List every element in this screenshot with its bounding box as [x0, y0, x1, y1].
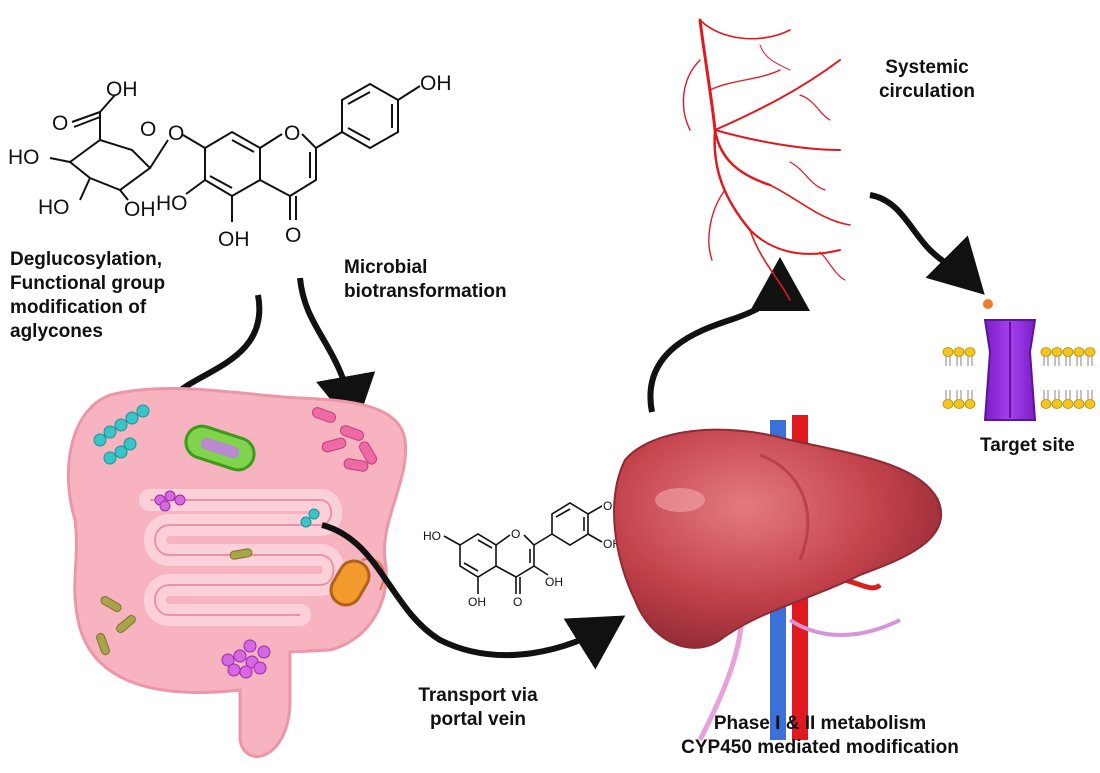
- lipid-head: [1040, 399, 1052, 409]
- atom-oh-phenyl: OH: [420, 72, 452, 95]
- lipid-head: [1073, 399, 1085, 409]
- label-metabolism-line-1: Phase I & II metabolism: [713, 713, 927, 734]
- liver-illustration: [613, 415, 943, 742]
- label-target-site: Target site: [980, 435, 1075, 456]
- label-portal: Transport via portal vein: [398, 684, 558, 732]
- arrow-microbial: [297, 277, 376, 430]
- bacterium-green-icon: [184, 424, 256, 472]
- lipid-head: [942, 399, 954, 409]
- atom-ho-7: HO: [423, 529, 441, 543]
- atom-oh-5: OH: [468, 595, 486, 609]
- atom-o-keto: O: [513, 595, 522, 609]
- atom-ring-o-chromone: O: [284, 122, 300, 145]
- lipid-head: [964, 399, 976, 409]
- lipid-head: [1062, 347, 1074, 357]
- atom-o-keto: O: [285, 224, 301, 247]
- lipid-head: [1051, 399, 1063, 409]
- label-systemic-line-1: Systemic: [885, 57, 969, 78]
- label-deglucosylation-line-2: Functional group: [10, 273, 166, 294]
- bacterium-orange-icon: [329, 558, 385, 607]
- atom-ring-o: O: [140, 118, 156, 141]
- atom-ho-6: HO: [156, 192, 188, 215]
- arrow-portal-vein: [321, 522, 626, 670]
- lipid-head: [953, 347, 965, 357]
- blood-vessels-illustration: [682, 18, 851, 301]
- quercetin-atom-labels: HO O OH OH OH O OH: [423, 499, 621, 609]
- label-portal-line-2: portal vein: [429, 709, 527, 730]
- lipid-head: [1084, 347, 1096, 357]
- label-deglucosylation-line-1: Deglucosylation,: [10, 249, 163, 270]
- atom-link-o: O: [168, 122, 184, 145]
- glucuronide-molecule: [49, 82, 421, 222]
- lipid-head: [1062, 399, 1074, 409]
- quercetin-molecule: [443, 502, 603, 594]
- label-systemic: Systemic circulation: [852, 56, 1002, 104]
- atom-ho-left: HO: [8, 146, 40, 169]
- lipid-head: [1051, 347, 1063, 357]
- atom-ring-o: O: [511, 527, 520, 541]
- label-metabolism: Phase I & II metabolism CYP450 mediated …: [650, 712, 990, 760]
- atom-oh-sugar: OH: [124, 198, 156, 221]
- label-microbial-line-2: biotransformation: [344, 281, 507, 302]
- lipid-head: [953, 399, 965, 409]
- lipid-head: [1084, 399, 1096, 409]
- lipid-head: [942, 347, 954, 357]
- glucuronide-atom-labels: OH O O HO HO OH O O OH HO OH O: [8, 72, 452, 251]
- label-deglucosylation: Deglucosylation, Functional group modifi…: [10, 248, 165, 344]
- arrow-to-target: [869, 192, 985, 295]
- label-deglucosylation-line-4: aglycones: [10, 321, 103, 342]
- label-metabolism-line-2: CYP450 mediated modification: [681, 737, 959, 758]
- atom-o-carbonyl: O: [52, 112, 68, 135]
- intestine-illustration: [66, 386, 408, 758]
- label-portal-line-1: Transport via: [418, 685, 538, 706]
- atom-oh-top: OH: [106, 78, 138, 101]
- lipid-head: [1040, 347, 1052, 357]
- membrane-protein-illustration: [942, 299, 1096, 421]
- arrow-to-circulation: [647, 257, 810, 413]
- label-microbial: Microbial biotransformation: [344, 256, 507, 304]
- atom-oh-5: OH: [218, 228, 250, 251]
- ligand-dot: [983, 299, 993, 309]
- lipid-head: [964, 347, 976, 357]
- atom-oh-3: OH: [545, 575, 563, 589]
- lipid-head: [1073, 347, 1085, 357]
- atom-ho-bottom: HO: [38, 196, 70, 219]
- label-microbial-line-1: Microbial: [344, 257, 428, 278]
- label-systemic-line-2: circulation: [878, 81, 976, 102]
- label-deglucosylation-line-3: modification of: [10, 297, 147, 318]
